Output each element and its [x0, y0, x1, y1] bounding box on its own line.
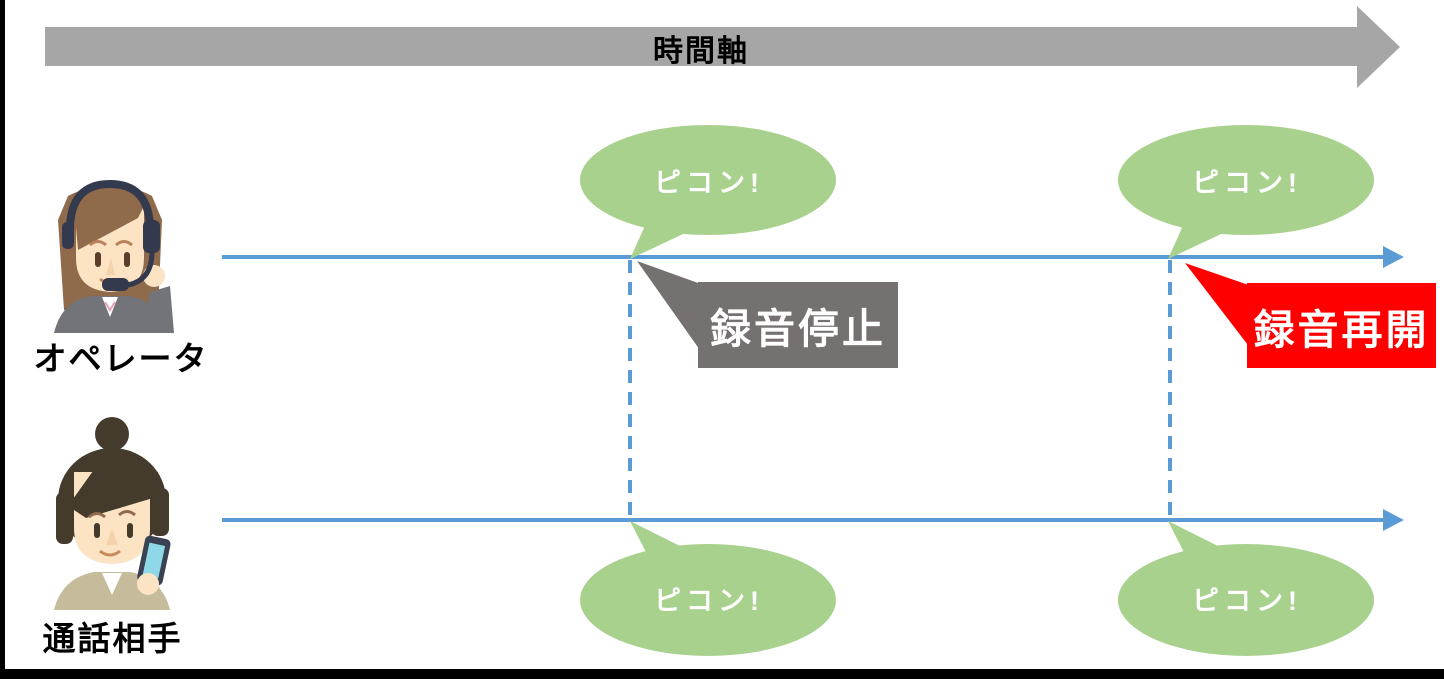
callee-timeline — [222, 509, 1404, 531]
operator-headset-mic-arm — [127, 251, 155, 288]
frame-bottom-border — [0, 669, 1444, 679]
callee-brow-left — [88, 512, 106, 519]
operator-eye-left — [95, 252, 101, 267]
callee-brow-right — [118, 510, 136, 517]
recording-resume-callout: 録音再開 — [1247, 283, 1436, 368]
operator-brow-right — [115, 240, 133, 247]
operator-label: オペレータ — [33, 340, 209, 377]
callee-eye-right — [127, 523, 133, 538]
callee-timeline-arrowhead — [1383, 509, 1404, 531]
recording-stop-label: 録音停止 — [710, 306, 886, 352]
operator-timeline — [222, 246, 1404, 268]
operator-timeline-arrowhead — [1383, 246, 1404, 268]
operator-collar — [104, 301, 116, 312]
callee-phone — [137, 535, 171, 586]
callee-shirt — [102, 573, 122, 595]
callee-label: 通話相手 — [42, 620, 183, 657]
operator-headset-mic — [102, 278, 129, 291]
callee-illustration — [54, 417, 171, 610]
callee-nose — [106, 529, 118, 545]
callee-hand — [137, 573, 159, 595]
operator-brow-left — [89, 240, 107, 247]
callee-hair-bun — [95, 417, 129, 451]
operator-illustration — [54, 179, 174, 333]
operator-nose — [106, 258, 115, 275]
recording-stop-callout: 録音停止 — [698, 282, 898, 368]
recording-resume-label: 録音再開 — [1253, 306, 1430, 353]
time-axis-arrow — [45, 6, 1400, 88]
operator-bangs — [74, 202, 146, 250]
operator-sleeve — [142, 286, 174, 333]
time-axis-label: 時間軸 — [653, 35, 749, 68]
operator-headset-earcup-left — [62, 222, 74, 249]
operator-headset-earcup-right — [143, 220, 160, 253]
frame-left-border — [0, 0, 5, 679]
callee-hair-side-right — [151, 488, 169, 536]
callee-fringe — [68, 464, 160, 518]
callee-mouth — [99, 549, 121, 557]
callee-hair-side-left — [56, 492, 73, 544]
operator-eye-right — [124, 252, 130, 267]
callee-eye-left — [94, 523, 100, 538]
operator-headset-band — [66, 179, 154, 231]
